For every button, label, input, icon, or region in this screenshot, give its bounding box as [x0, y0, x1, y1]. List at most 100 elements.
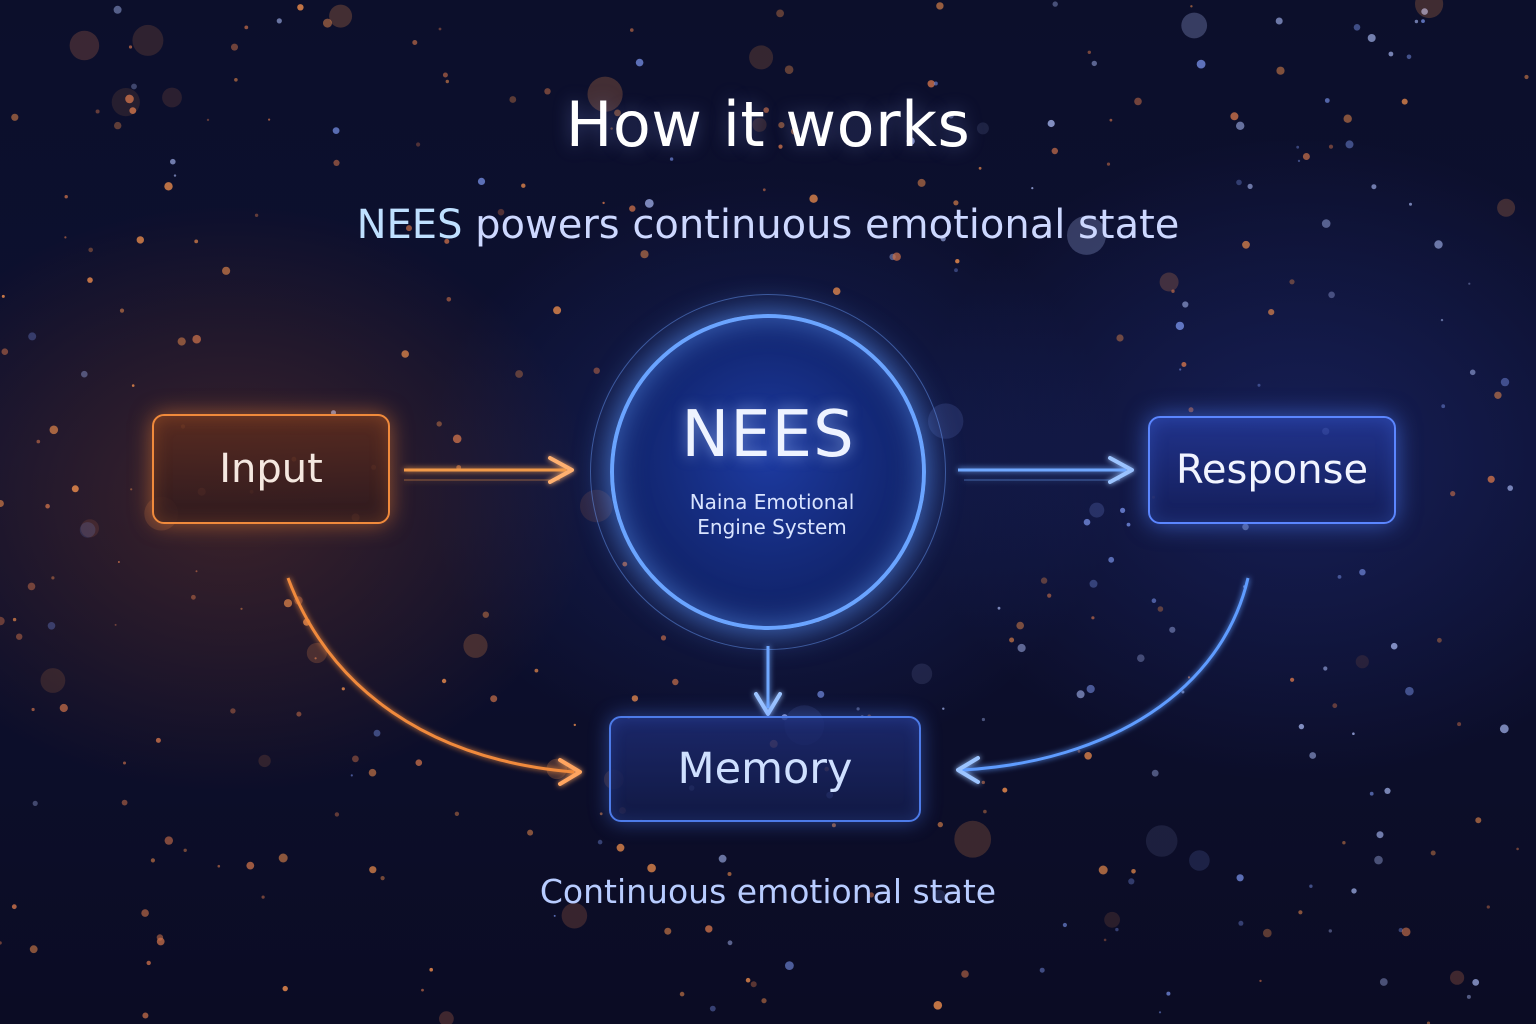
bokeh-particle [28, 332, 37, 341]
bokeh-particle [593, 367, 600, 374]
bokeh-particle [1379, 978, 1388, 986]
bokeh-particle [1441, 404, 1446, 409]
bokeh-particle [11, 904, 17, 910]
bokeh-particle [587, 76, 623, 112]
bokeh-particle [0, 941, 2, 945]
bokeh-particle [1486, 905, 1490, 909]
bokeh-particle [173, 174, 177, 177]
bokeh-particle [978, 166, 982, 170]
bokeh-particle [1384, 787, 1391, 795]
nees-core-node: NEES Naina Emotional Engine System [610, 314, 926, 630]
bokeh-particle [1166, 991, 1171, 996]
bokeh-particle [1298, 910, 1303, 915]
bokeh-particle [114, 623, 117, 626]
bokeh-particle [1450, 970, 1465, 985]
bokeh-particle [1179, 368, 1182, 371]
bokeh-particle [1052, 1, 1058, 7]
bokeh-particle [1337, 575, 1342, 579]
bokeh-particle [1507, 485, 1513, 491]
bokeh-particle [1089, 502, 1105, 518]
bokeh-particle [438, 27, 442, 31]
bokeh-particle [283, 599, 293, 608]
bokeh-particle [763, 107, 769, 113]
bokeh-particle [997, 606, 1001, 610]
bokeh-particle [276, 18, 282, 24]
bokeh-particle [1109, 118, 1113, 122]
bokeh-particle [1236, 179, 1242, 186]
bokeh-particle [1108, 556, 1115, 563]
bokeh-particle [306, 642, 327, 664]
bokeh-particle [113, 5, 122, 14]
subtitle-accent: NEES [356, 202, 463, 248]
bokeh-particle [45, 503, 50, 509]
bokeh-particle [1369, 791, 1374, 796]
bokeh-particle [442, 72, 448, 78]
bokeh-particle [778, 122, 785, 129]
bokeh-particle [1257, 383, 1261, 387]
bokeh-particle [1171, 289, 1175, 293]
bokeh-particle [817, 690, 825, 698]
bokeh-particle [1120, 507, 1126, 513]
bokeh-particle [1098, 865, 1108, 875]
bokeh-particle [1067, 215, 1106, 255]
bokeh-particle [521, 183, 526, 188]
bokeh-particle [709, 1005, 716, 1012]
bokeh-particle [16, 633, 23, 640]
bokeh-particle [933, 81, 938, 86]
arrow-input-to-memory [286, 577, 582, 786]
bokeh-particle [231, 43, 238, 51]
bokeh-particle [1187, 676, 1191, 679]
bokeh-particle [831, 823, 836, 828]
bokeh-particle [191, 594, 196, 600]
bokeh-particle [1230, 112, 1239, 121]
bokeh-particle [32, 800, 38, 807]
bokeh-particle [1500, 377, 1510, 387]
bokeh-particle [261, 895, 265, 899]
bokeh-particle [1352, 732, 1355, 735]
memory-node: Memory [609, 716, 921, 822]
bokeh-particle [1158, 1011, 1162, 1014]
bokeh-particle [1405, 686, 1414, 696]
core-title: NEES [681, 398, 855, 472]
bokeh-particle [553, 914, 556, 917]
bokeh-particle [553, 306, 562, 315]
bokeh-particle [1302, 153, 1310, 160]
bokeh-particle [1062, 922, 1067, 928]
bokeh-particle [785, 961, 794, 970]
bokeh-particle [268, 118, 271, 121]
bokeh-particle [784, 65, 794, 74]
bokeh-particle [352, 755, 359, 763]
bokeh-particle [1434, 240, 1443, 249]
bokeh-particle [131, 384, 135, 387]
bokeh-particle [1089, 579, 1098, 588]
bokeh-particle [1374, 855, 1383, 865]
bokeh-particle [47, 622, 56, 630]
bokeh-particle [415, 759, 423, 766]
bokeh-particle [644, 199, 654, 208]
bokeh-particle [599, 812, 603, 816]
bokeh-particle [436, 421, 442, 427]
bokeh-particle [1188, 407, 1194, 413]
bokeh-particle [1181, 12, 1208, 39]
bokeh-particle [71, 485, 79, 493]
bokeh-particle [454, 811, 460, 816]
bokeh-particle [368, 768, 377, 777]
bokeh-particle [1242, 523, 1249, 531]
bokeh-particle [79, 522, 96, 538]
footer-caption: Continuous emotional state [539, 872, 997, 911]
bokeh-particle [1263, 928, 1272, 938]
input-label: Input [219, 446, 323, 492]
bokeh-particle [1091, 60, 1098, 67]
bokeh-particle [573, 723, 576, 727]
bokeh-particle [119, 308, 125, 313]
bokeh-particle [635, 58, 644, 67]
bokeh-particle [790, 127, 798, 135]
bokeh-particle [1421, 8, 1428, 15]
bokeh-particle [1430, 850, 1436, 856]
bokeh-particle [718, 854, 727, 863]
bokeh-particle [1342, 841, 1346, 845]
bokeh-particle [1321, 219, 1331, 228]
bokeh-particle [936, 2, 944, 10]
bokeh-particle [1351, 888, 1357, 894]
